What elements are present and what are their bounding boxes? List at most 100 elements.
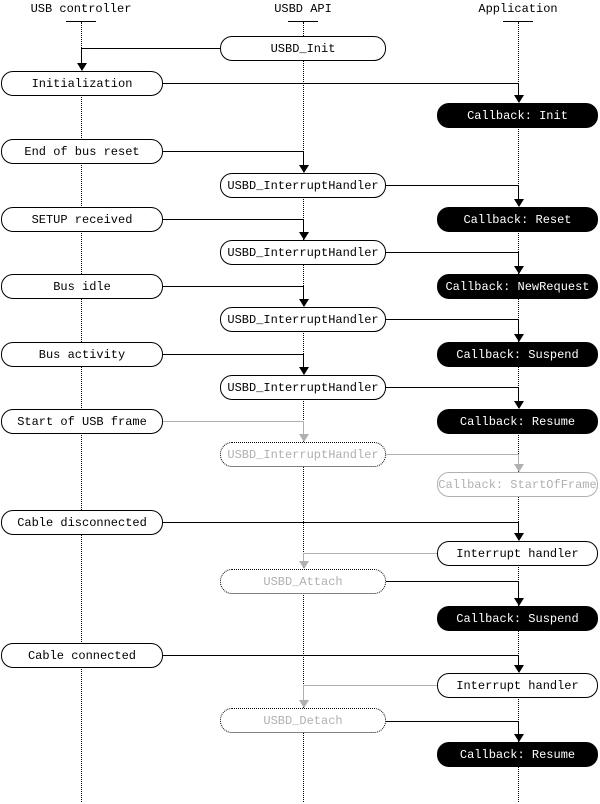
connector-0-arrowhead-icon [77, 63, 87, 71]
connector-13-hline [303, 553, 438, 554]
api-ghost-box-usbd-attach: USBD_Attach [220, 569, 386, 594]
box-label: USBD_InterruptHandler [227, 447, 379, 462]
box-label: Initialization [31, 76, 133, 91]
actor-bar-application [503, 21, 533, 22]
box-label: Callback: Resume [459, 414, 576, 429]
callback-box-callback-init: Callback: Init [437, 103, 598, 128]
box-label: Callback: NewRequest [445, 279, 590, 294]
box-label: Bus idle [53, 279, 111, 294]
box-label: Cable connected [27, 648, 137, 663]
connector-7-arrowhead-icon [514, 334, 524, 342]
connector-5-arrowhead-icon [514, 266, 524, 274]
event-box-start-of-usb-frame: Start of USB frame [1, 409, 163, 434]
connector-2-hline [163, 151, 304, 152]
connector-3-arrowhead-icon [514, 199, 524, 207]
event-box-cable-disconnected: Cable disconnected [1, 510, 163, 535]
connector-6-arrowhead-icon [299, 299, 309, 307]
callback-box-callback-resume: Callback: Resume [437, 409, 598, 434]
connector-10-hline [163, 421, 304, 422]
box-label: Callback: Resume [459, 747, 576, 762]
connector-7-hline [386, 319, 519, 320]
column-header-usb-controller: USB controller [30, 2, 132, 16]
api-ghost-box-usbd-interrupthandler: USBD_InterruptHandler [220, 442, 386, 467]
api-box-usbd-interrupthandler: USBD_InterruptHandler [220, 240, 386, 265]
connector-6-vline [303, 286, 304, 305]
connector-16-hline [303, 685, 438, 686]
box-label: Cable disconnected [17, 515, 147, 530]
column-header-application: Application [478, 2, 558, 16]
connector-0-vline [81, 48, 82, 69]
box-label: Start of USB frame [17, 414, 147, 429]
connector-12-arrowhead-icon [514, 533, 524, 541]
callback-ghost-box-callback-startofframe: Callback: StartOfFrame [437, 472, 598, 497]
box-label: Callback: Init [467, 108, 568, 123]
connector-14-hline [386, 581, 519, 582]
connector-17-vline [518, 721, 519, 740]
event-box-initialization: Initialization [1, 71, 163, 96]
column-header-usbd-api: USBD API [274, 2, 332, 16]
connector-8-arrowhead-icon [299, 367, 309, 375]
box-label: End of bus reset [24, 144, 140, 159]
event-box-setup-received: SETUP received [1, 207, 163, 232]
box-label: USBD_InterruptHandler [227, 312, 379, 327]
box-label: Callback: StartOfFrame [438, 477, 597, 492]
box-label: Bus activity [38, 347, 126, 362]
box-label: Interrupt handler [456, 546, 579, 561]
connector-5-hline [386, 252, 519, 253]
callback-box-callback-suspend: Callback: Suspend [437, 606, 598, 631]
connector-3-vline [518, 185, 519, 205]
connector-1-hline [163, 83, 519, 84]
connector-0-hline [81, 48, 221, 49]
event-box-end-of-bus-reset: End of bus reset [1, 139, 163, 164]
connector-11-vline [518, 454, 519, 470]
connector-2-vline [303, 151, 304, 171]
connector-15-arrowhead-icon [514, 665, 524, 673]
connector-2-arrowhead-icon [299, 165, 309, 173]
connector-11-arrowhead-icon [514, 464, 524, 472]
connector-16-arrowhead-icon [299, 700, 309, 708]
connector-9-arrowhead-icon [514, 401, 524, 409]
connector-12-vline [518, 522, 519, 539]
connector-10-arrowhead-icon [299, 434, 309, 442]
box-label: Callback: Suspend [456, 347, 579, 362]
connector-10-vline [303, 421, 304, 440]
callback-box-callback-newrequest: Callback: NewRequest [437, 274, 598, 299]
connector-1-vline [518, 83, 519, 101]
lifeline-usbd-api [303, 22, 304, 802]
connector-13-vline [303, 553, 304, 567]
box-label: Callback: Suspend [456, 611, 579, 626]
connector-4-vline [303, 219, 304, 238]
connector-4-hline [163, 219, 304, 220]
event-box-cable-connected: Cable connected [1, 643, 163, 668]
callback-box-callback-suspend: Callback: Suspend [437, 342, 598, 367]
connector-4-arrowhead-icon [299, 232, 309, 240]
callback-box-callback-resume: Callback: Resume [437, 742, 598, 767]
callback-box-callback-reset: Callback: Reset [437, 207, 598, 232]
connector-5-vline [518, 252, 519, 272]
connector-12-hline [163, 522, 519, 523]
connector-14-arrowhead-icon [514, 598, 524, 606]
api-box-usbd-interrupthandler: USBD_InterruptHandler [220, 173, 386, 198]
connector-14-vline [518, 581, 519, 604]
handler-box-interrupt-handler: Interrupt handler [437, 541, 598, 566]
connector-16-vline [303, 685, 304, 706]
actor-bar-usbd-api [288, 21, 318, 22]
api-box-usbd-interrupthandler: USBD_InterruptHandler [220, 307, 386, 332]
box-label: USBD_InterruptHandler [227, 380, 379, 395]
api-box-usbd-interrupthandler: USBD_InterruptHandler [220, 375, 386, 400]
box-label: USBD_InterruptHandler [227, 178, 379, 193]
connector-1-arrowhead-icon [514, 95, 524, 103]
connector-15-hline [163, 655, 519, 656]
api-box-usbd-init: USBD_Init [220, 36, 386, 61]
connector-15-vline [518, 655, 519, 671]
box-label: Interrupt handler [456, 678, 579, 693]
connector-6-hline [163, 286, 304, 287]
handler-box-interrupt-handler: Interrupt handler [437, 673, 598, 698]
connector-17-arrowhead-icon [514, 734, 524, 742]
connector-7-vline [518, 319, 519, 340]
api-ghost-box-usbd-detach: USBD_Detach [220, 708, 386, 733]
box-label: USBD_Attach [263, 574, 343, 589]
event-box-bus-idle: Bus idle [1, 274, 163, 299]
box-label: USBD_Init [270, 41, 336, 56]
